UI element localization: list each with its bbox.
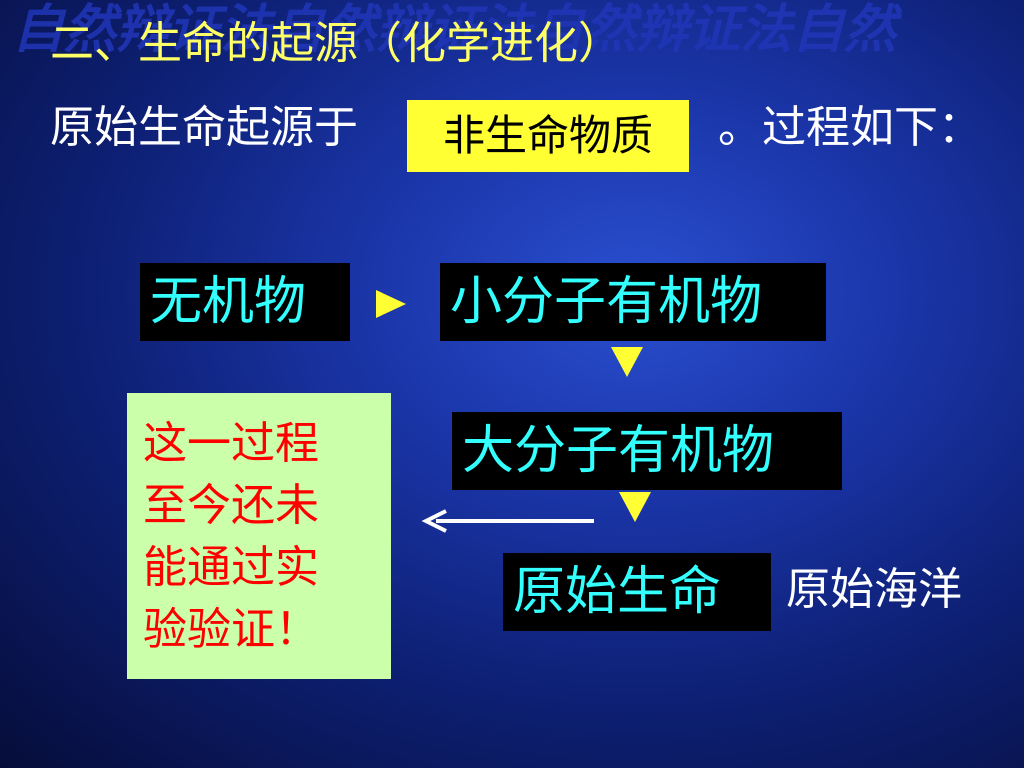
watermark-text: 自然辩证法自然辩证法自然辩证法自然 — [12, 0, 897, 60]
triangle-down-icon — [619, 492, 651, 522]
stage-inorganic: 无机物 — [140, 263, 350, 341]
slide-title: 二、生命的起源（化学进化） — [50, 18, 622, 69]
note-line: 验验证！ — [143, 604, 319, 655]
triangle-down-icon — [611, 347, 643, 377]
stage-large-organic: 大分子有机物 — [452, 412, 842, 490]
note-line: 能通过实 — [143, 542, 319, 593]
intro-text: 原始生命起源于 — [50, 102, 358, 153]
answer-box: 非生命物质 — [407, 100, 689, 172]
note-line: 这一过程 — [143, 418, 319, 469]
stage-primitive-life: 原始生命 — [503, 553, 771, 631]
arrow-left-icon — [421, 509, 594, 533]
note-line: 至今还未 — [143, 480, 319, 531]
intro-suffix: 。过程如下： — [718, 102, 982, 153]
note-box: 这一过程 至今还未 能通过实 验验证！ — [127, 393, 391, 679]
triangle-right-icon — [376, 290, 406, 318]
stage-small-organic: 小分子有机物 — [440, 263, 826, 341]
location-label: 原始海洋 — [786, 564, 962, 615]
